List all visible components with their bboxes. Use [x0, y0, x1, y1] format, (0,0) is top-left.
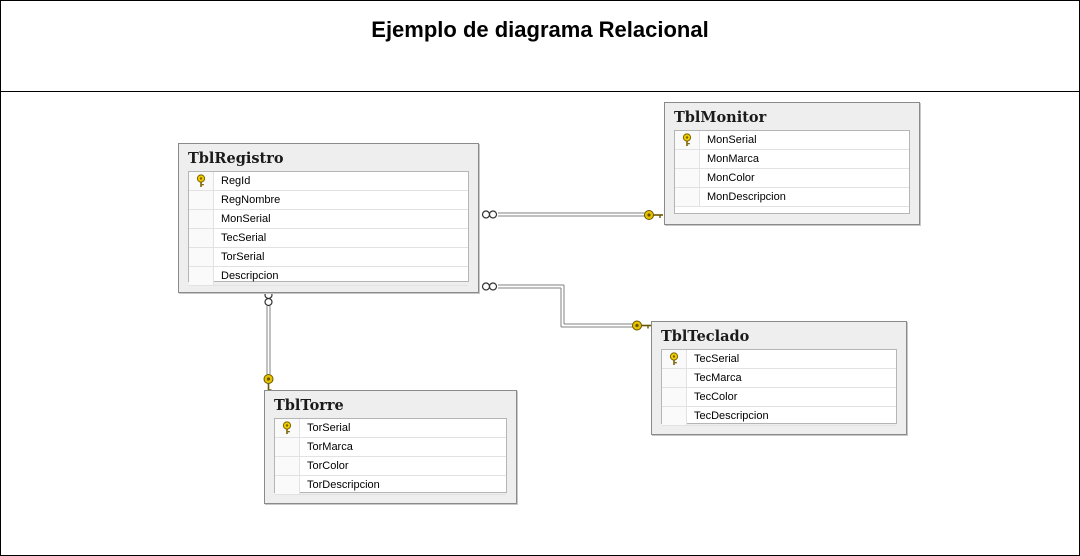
primary-key-icon — [682, 133, 692, 146]
field-row[interactable]: TorMarca — [275, 438, 506, 457]
table-title: TblTorre — [274, 397, 344, 414]
field-name: TecDescripcion — [694, 410, 769, 422]
field-name: TorSerial — [221, 251, 265, 263]
infinity-end-icon — [481, 282, 498, 291]
field-row[interactable]: RegNombre — [189, 191, 468, 210]
field-name: TecSerial — [694, 353, 740, 365]
field-name: TorDescripcion — [307, 479, 380, 491]
field-list: TorSerial TorMarca TorColor TorDescripci… — [274, 418, 507, 495]
field-row[interactable]: TorSerial — [189, 248, 468, 267]
relationship-registro-torre — [263, 290, 274, 393]
table-title: TblTeclado — [661, 328, 750, 345]
table-tblregistro[interactable]: TblRegistro RegId RegNombre MonSerial Te… — [178, 143, 479, 293]
field-row[interactable]: TorColor — [275, 457, 506, 476]
field-name: TorSerial — [307, 422, 351, 434]
field-list: TecSerial TecMarca TecColor TecDescripci… — [661, 349, 897, 426]
field-name: MonDescripcion — [707, 191, 786, 203]
field-row[interactable]: RegId — [189, 172, 468, 191]
field-row[interactable]: MonSerial — [675, 131, 909, 150]
field-list: RegId RegNombre MonSerial TecSerial TorS… — [188, 171, 469, 286]
field-name: TorColor — [307, 460, 349, 472]
table-tblmonitor[interactable]: TblMonitor MonSerial MonMarca MonColor M… — [664, 102, 920, 225]
field-name: MonColor — [707, 172, 755, 184]
field-row[interactable]: TorSerial — [275, 419, 506, 438]
field-name: MonSerial — [707, 134, 757, 146]
table-title: TblMonitor — [674, 109, 767, 126]
field-name: MonSerial — [221, 213, 271, 225]
field-row[interactable]: Descripcion — [189, 267, 468, 286]
field-name: TecMarca — [694, 372, 742, 384]
relationship-registro-monitor — [481, 210, 663, 220]
primary-key-icon — [282, 421, 292, 434]
table-tbltorre[interactable]: TblTorre TorSerial TorMarca TorColor Tor… — [264, 390, 517, 504]
field-name: TecColor — [694, 391, 738, 403]
primary-key-icon — [669, 352, 679, 365]
field-name: MonMarca — [707, 153, 759, 165]
diagram-canvas: TblRegistro RegId RegNombre MonSerial Te… — [1, 92, 1079, 555]
field-row[interactable]: TecDescripcion — [662, 407, 896, 426]
field-row[interactable]: MonDescripcion — [675, 188, 909, 207]
field-list: MonSerial MonMarca MonColor MonDescripci… — [674, 130, 910, 214]
relationship-registro-teclado — [481, 282, 651, 331]
field-row[interactable]: MonSerial — [189, 210, 468, 229]
field-row[interactable]: MonColor — [675, 169, 909, 188]
field-name: TorMarca — [307, 441, 353, 453]
infinity-end-icon — [264, 290, 273, 307]
field-row[interactable]: TecSerial — [662, 350, 896, 369]
field-row[interactable]: TecColor — [662, 388, 896, 407]
field-name: RegNombre — [221, 194, 281, 206]
field-name: RegId — [221, 175, 251, 187]
key-end-icon — [644, 210, 663, 220]
field-row[interactable]: TecMarca — [662, 369, 896, 388]
title-row: Ejemplo de diagrama Relacional — [1, 1, 1079, 92]
table-title: TblRegistro — [188, 150, 284, 167]
field-name: Descripcion — [221, 270, 279, 282]
field-name: TecSerial — [221, 232, 267, 244]
key-end-icon — [632, 320, 651, 331]
primary-key-icon — [196, 174, 206, 187]
page-title: Ejemplo de diagrama Relacional — [371, 17, 709, 42]
field-row[interactable]: TecSerial — [189, 229, 468, 248]
infinity-end-icon — [481, 210, 498, 219]
table-tblteclado[interactable]: TblTeclado TecSerial TecMarca TecColor T… — [651, 321, 907, 435]
field-row[interactable]: MonMarca — [675, 150, 909, 169]
field-row[interactable]: TorDescripcion — [275, 476, 506, 495]
